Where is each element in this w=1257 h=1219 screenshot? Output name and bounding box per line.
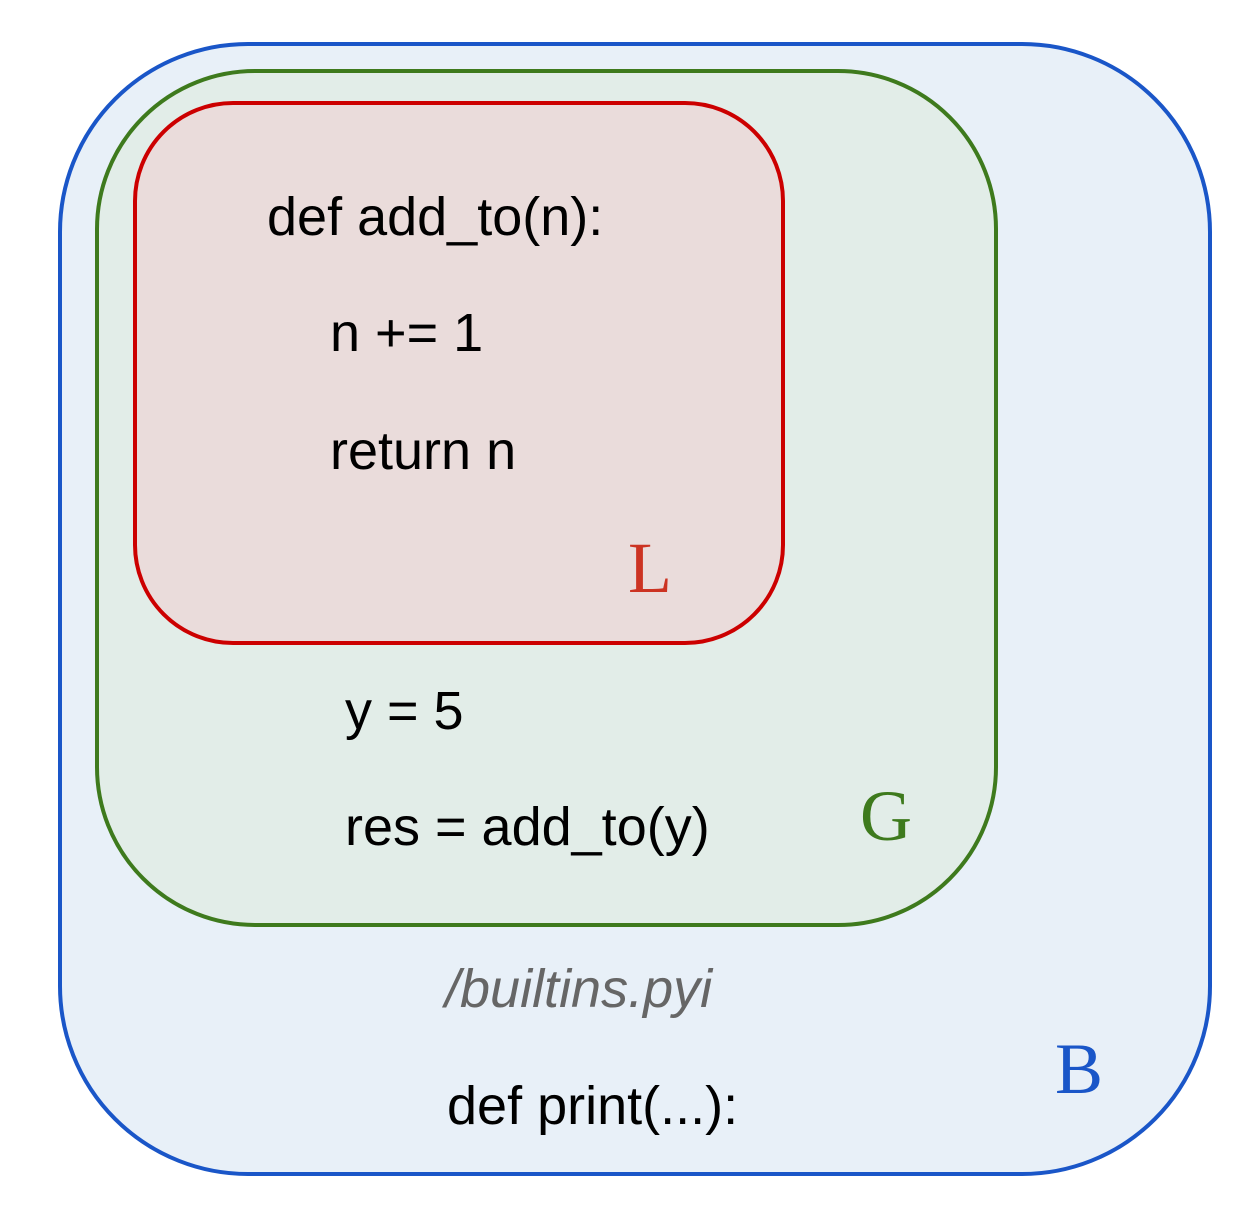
local-scope-box: [133, 101, 785, 645]
local-code-line-2: n += 1: [330, 303, 484, 363]
local-code-line-3: return n: [330, 421, 517, 481]
local-code-line-1: def add_to(n):: [267, 187, 604, 247]
global-scope-label: G: [860, 776, 912, 856]
builtins-file-path: /builtins.pyi: [445, 959, 713, 1019]
builtin-scope-label: B: [1055, 1029, 1104, 1109]
global-code-line-2: res = add_to(y): [345, 797, 710, 857]
builtin-code-line-1: def print(...):: [447, 1076, 739, 1136]
global-code-line-1: y = 5: [345, 681, 464, 741]
local-scope-label: L: [628, 528, 672, 608]
